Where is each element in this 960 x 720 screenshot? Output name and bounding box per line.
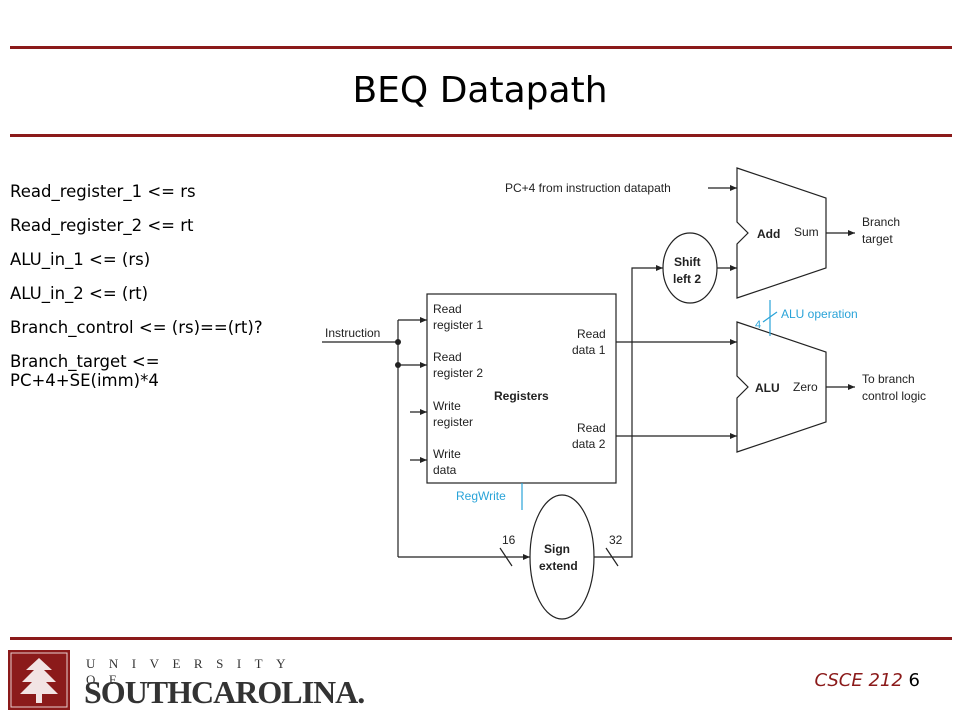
regwrite-label: RegWrite	[456, 489, 506, 503]
alu-shape	[736, 321, 827, 453]
add-label: Add	[757, 227, 780, 241]
university-logo: UNIVERSITY OF SOUTHCAROLINA.	[8, 650, 365, 712]
logo-emblem	[8, 650, 70, 710]
logo-top-text: UNIVERSITY OF	[86, 656, 299, 687]
title-rule	[10, 134, 952, 137]
read-data-1-label-1: Read	[577, 327, 606, 341]
branch-target-label-1: Branch	[862, 215, 900, 229]
shift-label-1: Shift	[674, 255, 701, 269]
footer-rule	[10, 637, 952, 640]
bullet-list: Read_register_1 <= rs Read_register_2 <=…	[10, 182, 340, 405]
read-register-2-label-2: register 2	[433, 366, 483, 380]
alu-op-bits-label: 4	[755, 319, 761, 331]
read-register-2-label-1: Read	[433, 350, 462, 364]
instruction-label: Instruction	[325, 326, 380, 340]
course-code: CSCE 212	[814, 670, 903, 691]
read-register-1-label-1: Read	[433, 302, 462, 316]
registers-label: Registers	[494, 389, 549, 403]
slide-title: BEQ Datapath	[352, 70, 608, 111]
register-file-box	[426, 293, 617, 484]
write-data-label-1: Write	[433, 447, 461, 461]
write-register-label-2: register	[433, 415, 473, 429]
sign-extend-label-1: Sign	[544, 542, 570, 556]
shift-label-2: left 2	[673, 272, 701, 286]
adder-shape	[736, 167, 827, 299]
to-branch-label-1: To branch	[862, 372, 915, 386]
sign-extend-ellipse	[529, 494, 595, 620]
bullet-alu-in-1: ALU_in_1 <= (rs)	[10, 250, 151, 269]
alu-operation-label: ALU operation	[781, 307, 858, 321]
sign-extend-label-2: extend	[539, 559, 578, 573]
course-label: CSCE 212 6	[814, 670, 920, 691]
read-register-1-label-2: register 1	[433, 318, 483, 332]
pc4-label: PC+4 from instruction datapath	[505, 181, 671, 195]
read-data-2-label-1: Read	[577, 421, 606, 435]
to-branch-label-2: control logic	[862, 389, 926, 403]
alu-label: ALU	[755, 381, 780, 395]
logo-bottom-text: SOUTHCAROLINA.	[84, 674, 365, 710]
page-number: 6	[908, 670, 920, 691]
bullet-branch-target: Branch_target <= PC+4+SE(imm)*4	[10, 352, 160, 390]
top-rule	[10, 46, 952, 49]
bullet-read-register-2: Read_register_2 <= rt	[10, 216, 194, 235]
bullet-branch-control: Branch_control <= (rs)==(rt)?	[10, 318, 263, 337]
write-data-label-2: data	[433, 463, 457, 477]
read-data-1-label-2: data 1	[572, 343, 606, 357]
bits-32-label: 32	[609, 533, 623, 547]
branch-target-label-2: target	[862, 232, 893, 246]
write-register-label-1: Write	[433, 399, 461, 413]
bullet-alu-in-2: ALU_in_2 <= (rt)	[10, 284, 149, 303]
zero-label: Zero	[793, 380, 818, 394]
sum-label: Sum	[794, 225, 819, 239]
bullet-read-register-1: Read_register_1 <= rs	[10, 182, 196, 201]
bits-16-label: 16	[502, 533, 516, 547]
sign-out-wire	[594, 265, 663, 558]
read-data-2-label-2: data 2	[572, 437, 606, 451]
